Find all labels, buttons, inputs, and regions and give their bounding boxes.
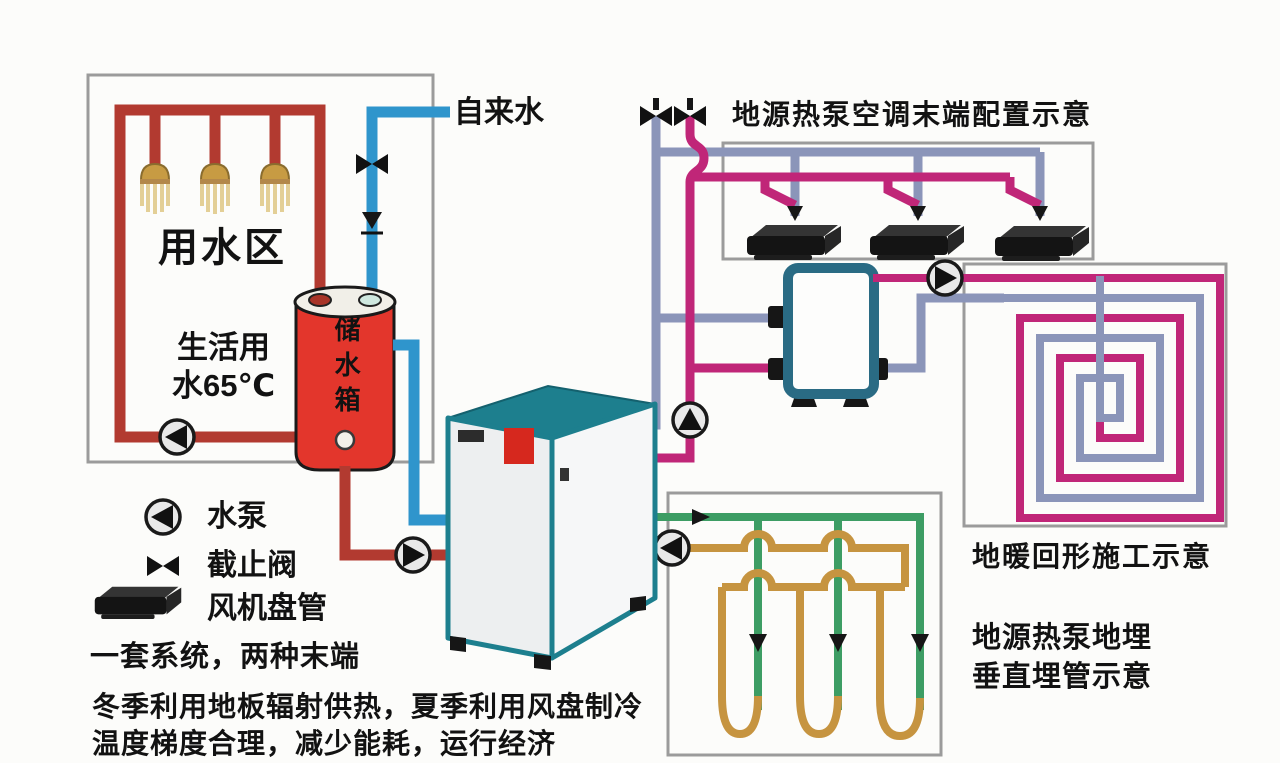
tank-drain [334,429,356,451]
flow-arrow [787,206,803,221]
shower-branch-pipes [149,110,281,170]
tank-body [294,300,396,472]
spiral-return-pipe [1000,276,1204,502]
stop-valve-icon [147,556,179,576]
note-line3: 温度梯度合理，减少能耗，运行经济 [92,728,557,759]
shower-icon [258,162,292,216]
ground-loop [630,509,929,741]
ground-return-header1 [630,530,909,587]
shower-icon [138,162,172,216]
tap-water-line [356,106,450,296]
note-line2: 冬季利用地板辐射供热，夏季利用风盘制冷 [92,691,644,722]
note-line1: 一套系统，两种末端 [90,641,361,673]
ground-return-header2 [722,569,905,591]
water-area-label: 用水区 [158,226,287,270]
tank-hot-port [308,293,332,307]
legend-label-pump: 水泵 [207,500,267,533]
flow-arrow [910,206,926,221]
u-tube [796,587,842,739]
unit-foot [630,596,646,612]
pump-icon [394,536,432,574]
unit-foot [534,654,551,670]
pump-icon [671,401,709,439]
floor-heating-spiral [873,274,1224,522]
unit-foot [450,636,466,652]
valve-stem [687,98,693,110]
pump-icon [653,529,691,567]
vent-grille [458,430,484,442]
heat-pump-front [445,415,555,661]
heat-pump-unit [445,384,658,670]
legend-icons [94,498,182,619]
flow-arrow [911,634,929,652]
legend-label-fan-coil: 风机盘管 [207,592,327,625]
flow-arrow [749,634,767,652]
buffer-tank [768,263,888,407]
domestic-water-label-line1: 生活用 [177,330,270,365]
u-tube [718,587,762,739]
fan-coil-icon [94,586,182,619]
flow-arrow [829,634,847,652]
floor-spiral-caption: 地暖回形施工示意 [972,541,1213,572]
check-valve-icon [362,212,382,229]
door-handle [560,468,569,481]
brand-sticker [504,428,534,464]
floor-return-pipe [872,293,1004,373]
domestic-water-label-line2: 水65℃ [172,368,276,403]
buffer-tank-body [783,263,879,399]
valve-stem [653,98,659,110]
u-tube [876,587,924,741]
heat-pump-side [549,401,658,661]
ground-loop-caption-line1: 地源热泵地埋 [972,622,1153,654]
port-flange [768,358,786,380]
ground-loop-box [666,491,943,757]
tank-cold-port [358,293,382,307]
flow-arrow [692,509,710,525]
fan-coil-unit [995,226,1089,261]
cold-supply-pipe [393,339,460,526]
port-flange [768,306,786,328]
pump-icon [158,418,196,456]
hot-drop-pipes [760,177,1043,210]
shower-icon [198,162,232,216]
fan-coil-unit [747,225,841,260]
legend-label-stop-valve: 截止阀 [207,549,297,582]
water-area-box [86,73,435,464]
tap-water-label: 自来水 [454,96,544,129]
pump-icon [144,498,182,536]
storage-tank-label: 储水箱 [331,316,362,421]
tap-water-pipe [366,106,450,296]
ground-loop-caption-line2: 垂直埋管示意 [972,661,1153,693]
fan-coil-title: 地源热泵空调末端配置示意 [732,99,1093,130]
flow-arrow [1032,206,1048,221]
spiral-supply-pipe [873,274,1224,522]
floor-spiral-box [962,262,1228,528]
fan-coil-unit [870,225,964,260]
chilled-riser-pipe [648,116,661,430]
fan-coil-drop-pipes [790,152,1045,216]
pump-icon [926,259,964,297]
storage-tank [293,285,397,472]
